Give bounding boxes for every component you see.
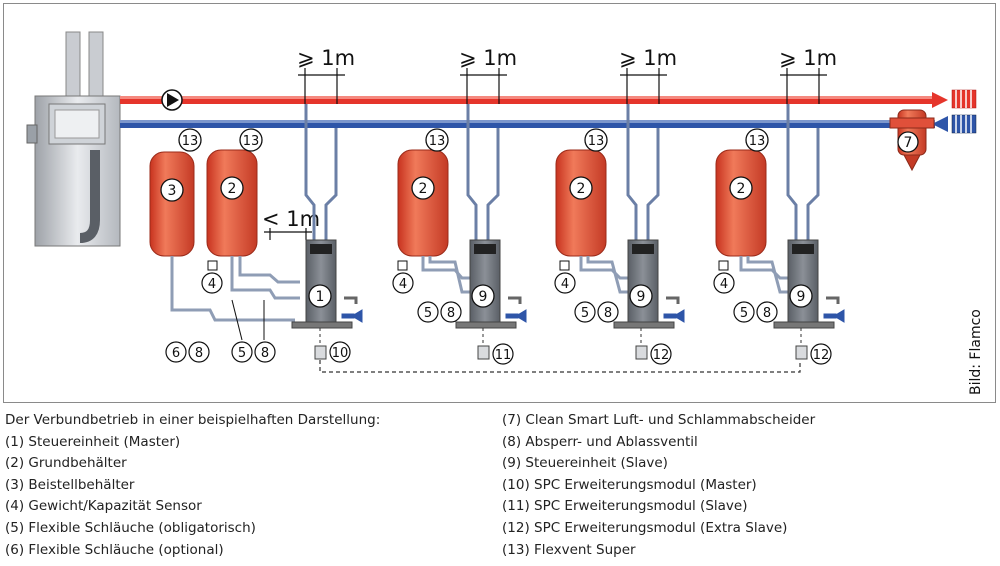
dirt-separator: 7 [889, 109, 935, 172]
legend-item: (12) SPC Erweiterungsmodul (Extra Slave) [502, 519, 788, 536]
supply-pipe [120, 92, 948, 108]
radiator-red-icon [951, 89, 977, 109]
legend-item: (13) Flexvent Super [502, 541, 636, 558]
faucet-icon [344, 296, 840, 304]
unit-number: 1 [316, 289, 325, 305]
distance-label: ⩾ 1m [619, 46, 677, 70]
distance-label: ⩾ 1m [297, 46, 355, 70]
callout-number: 8 [261, 346, 269, 361]
callout-number: 8 [447, 306, 455, 321]
tank-2: 2 13 [555, 128, 608, 257]
legend-item: (7) Clean Smart Luft- und Schlammabschei… [502, 412, 816, 428]
distance-annotations [264, 68, 827, 240]
legend-item: (5) Flexible Schläuche (obligatorisch) [5, 519, 256, 536]
module-number: 12 [813, 348, 830, 363]
distance-label-short: < 1m [262, 207, 320, 231]
control-unit-slave: 9 [455, 239, 517, 329]
water-tap-icon [341, 309, 845, 323]
module-number: 10 [332, 346, 349, 361]
flexvent-callout: 13 [588, 134, 605, 149]
tank-2: 2 13 [397, 128, 449, 257]
unit-number: 9 [797, 289, 806, 305]
image-credit: Bild: Flamco [968, 309, 984, 395]
pump-icon [161, 89, 183, 111]
sensor-number: 4 [561, 277, 569, 292]
boiler [26, 31, 121, 247]
legend-left-column: Der Verbundbetrieb in einer beispielhaft… [5, 410, 380, 561]
flexvent-callout: 13 [749, 134, 766, 149]
tank-number: 2 [228, 181, 237, 197]
sensor-number: 4 [208, 277, 216, 292]
legend-intro: Der Verbundbetrieb in einer beispielhaft… [5, 412, 381, 428]
sensor-number: 4 [399, 277, 407, 292]
control-unit-slave: 9 [613, 239, 675, 329]
sensor-callouts: 4 4 4 4 [201, 260, 735, 294]
spc-modules: 10 11 12 12 [314, 328, 832, 373]
flexvent-callout: 13 [243, 134, 260, 149]
tank-2: 2 13 [206, 128, 263, 257]
callout-number: 5 [238, 346, 246, 361]
connection-pipes [304, 104, 820, 240]
tank-number: 3 [168, 183, 177, 199]
legend-item: (2) Grundbehälter [5, 455, 127, 472]
callout-number: 8 [763, 306, 771, 321]
callout-number: 8 [604, 306, 612, 321]
module-number: 11 [495, 348, 512, 363]
flexible-hoses [170, 256, 792, 322]
callout-number: 5 [581, 306, 589, 321]
tank-2: 2 13 [715, 128, 769, 257]
legend-item: (3) Beistellbehälter [5, 476, 135, 493]
legend: Der Verbundbetrieb in einer beispielhaft… [5, 410, 995, 562]
callout-number: 5 [424, 306, 432, 321]
module-number: 12 [653, 348, 670, 363]
legend-item: (11) SPC Erweiterungsmodul (Slave) [502, 498, 748, 515]
radiator-blue-icon [951, 114, 977, 134]
legend-item: (4) Gewicht/Kapazität Sensor [5, 498, 202, 515]
legend-item: (8) Absperr- und Ablassventil [502, 433, 698, 450]
tank-3: 3 13 [149, 128, 202, 257]
unit-number: 9 [637, 289, 646, 305]
system-diagram: 7 ⩾ 1m ⩾ 1m ⩾ 1m ⩾ 1m < 1m 3 13 [26, 31, 977, 373]
callout-number: 6 [172, 346, 180, 361]
callout-number: 8 [195, 346, 203, 361]
sensor-number: 4 [720, 277, 728, 292]
separator-number: 7 [904, 135, 913, 151]
legend-right-column: (7) Clean Smart Luft- und Schlammabschei… [502, 410, 815, 561]
control-unit-master: 1 [291, 239, 353, 329]
distance-label: ⩾ 1m [779, 46, 837, 70]
flexvent-callout: 13 [429, 134, 446, 149]
hose-callouts: 6 8 5 8 5 8 5 8 5 8 [165, 299, 778, 363]
legend-item: (1) Steuereinheit (Master) [5, 433, 181, 450]
control-unit-slave: 9 [773, 239, 835, 329]
tank-number: 2 [419, 181, 428, 197]
distance-label: ⩾ 1m [459, 46, 517, 70]
return-pipe [120, 116, 948, 132]
tank-number: 2 [737, 181, 746, 197]
tank-number: 2 [577, 181, 586, 197]
legend-item: (10) SPC Erweiterungsmodul (Master) [502, 476, 757, 493]
legend-item: (9) Steuereinheit (Slave) [502, 455, 668, 472]
unit-number: 9 [479, 289, 488, 305]
callout-number: 5 [740, 306, 748, 321]
legend-item: (6) Flexible Schläuche (optional) [5, 541, 224, 558]
flexvent-callout: 13 [182, 134, 199, 149]
